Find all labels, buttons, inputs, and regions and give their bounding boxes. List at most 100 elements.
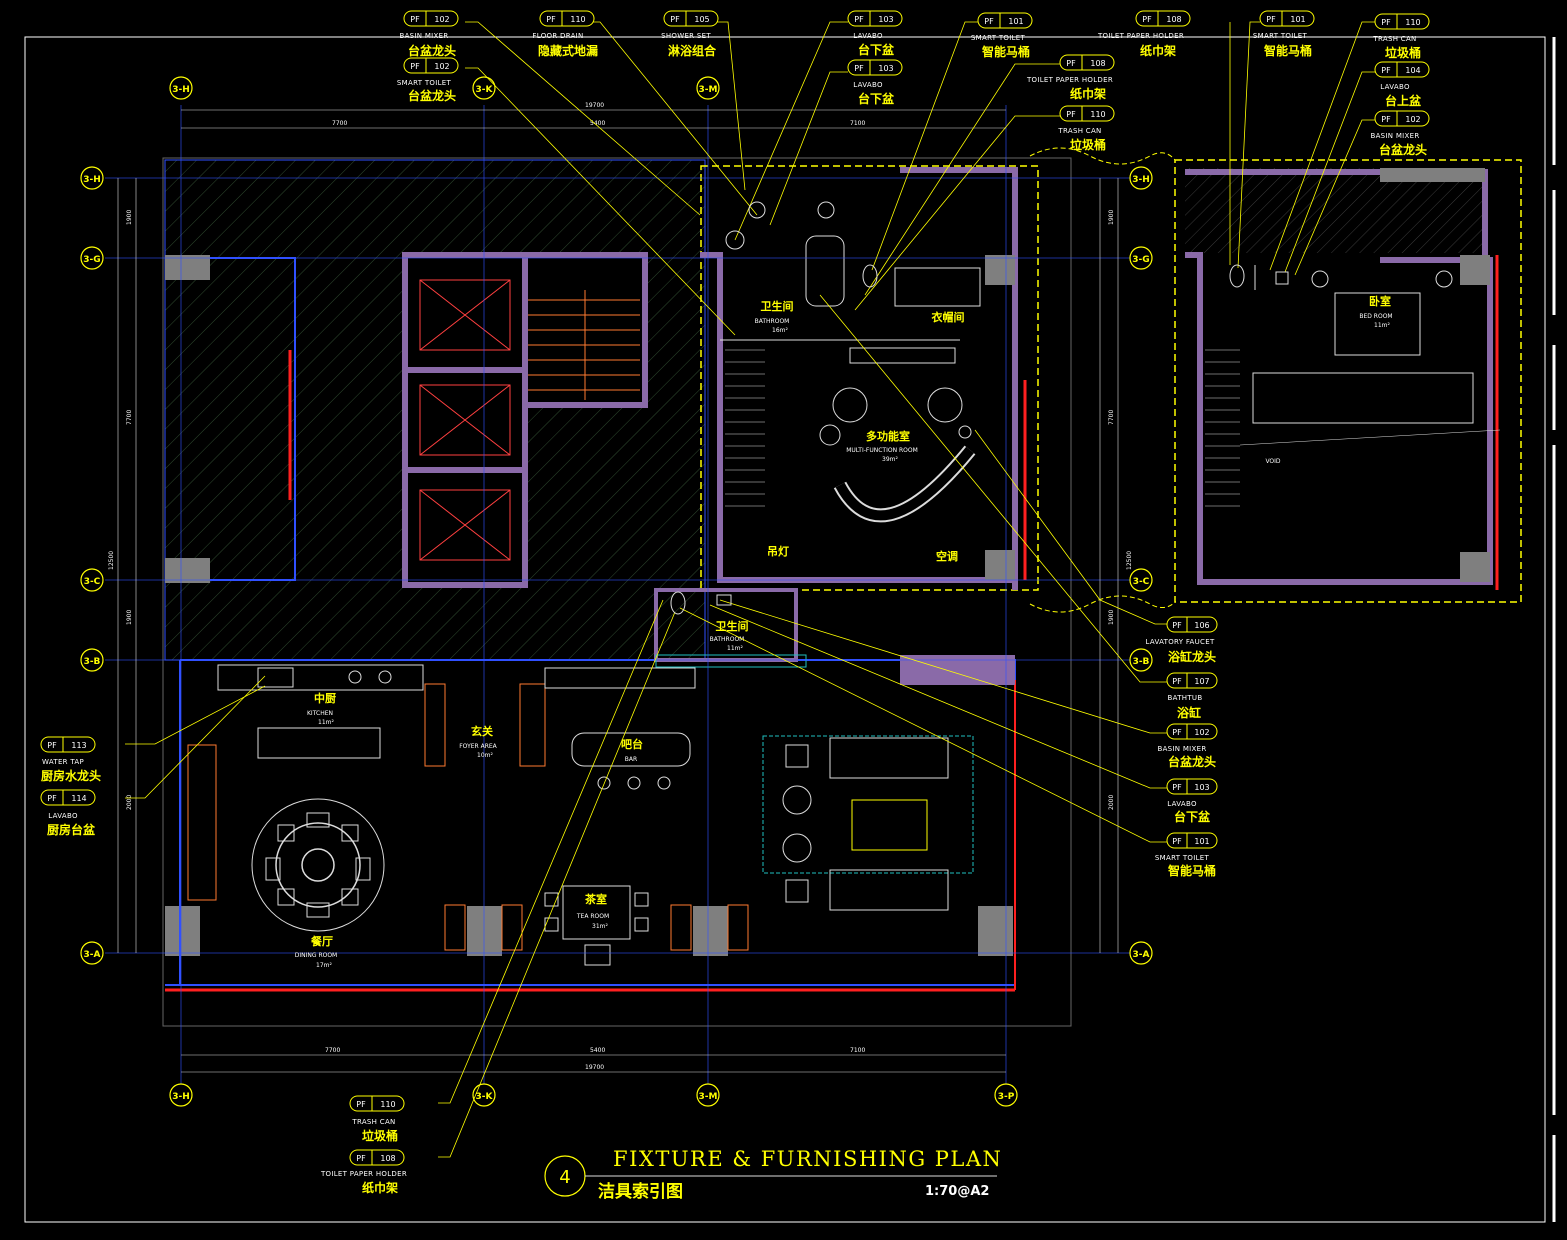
fixture-tag: PF 110 FLOOR DRAIN 隐藏式地漏 <box>532 10 598 58</box>
svg-text:PF: PF <box>1066 110 1076 119</box>
fixture-marker-icon <box>958 425 972 439</box>
svg-text:BATHTUB: BATHTUB <box>1168 694 1203 702</box>
grid-bubble: 3-H <box>80 166 104 190</box>
dim-left-2: 7700 <box>126 410 133 425</box>
room-label-cn: 吊灯 <box>767 544 789 558</box>
svg-text:3-H: 3-H <box>83 175 101 185</box>
svg-text:3-M: 3-M <box>699 1092 718 1102</box>
drawing-scale: 1:70@A2 <box>925 1184 989 1199</box>
fixture-tag: PF 101 SMART TOILET 智能马桶 <box>971 12 1033 59</box>
fixture-tags: PF 102 BASIN MIXER 台盆龙头 PF 102 SMART TOI… <box>40 10 1430 1195</box>
svg-text:102: 102 <box>434 15 449 24</box>
svg-text:103: 103 <box>1194 783 1209 792</box>
svg-text:TRASH CAN: TRASH CAN <box>1372 35 1416 43</box>
room-label-en: BATHROOM <box>755 318 790 325</box>
room-label-en: TEA ROOM <box>576 913 609 920</box>
svg-text:PF: PF <box>410 15 420 24</box>
svg-text:110: 110 <box>380 1100 395 1109</box>
drawing-number: 4 <box>559 1167 570 1188</box>
fixture-tag: PF 102 BASIN MIXER 台盆龙头 <box>1157 723 1218 769</box>
svg-text:台下盆: 台下盆 <box>1174 809 1211 824</box>
fixture-tag: PF 103 LAVABO 台下盆 <box>1166 778 1218 824</box>
grid-bubble: 3-A <box>1129 941 1153 965</box>
svg-text:TRASH CAN: TRASH CAN <box>351 1118 395 1126</box>
grid-bubble: 3-M <box>696 1083 720 1107</box>
svg-text:SMART TOILET: SMART TOILET <box>971 34 1026 42</box>
toilet-icon <box>725 230 745 250</box>
svg-text:PF: PF <box>1266 15 1276 24</box>
svg-text:纸巾架: 纸巾架 <box>362 1180 398 1195</box>
svg-text:浴缸: 浴缸 <box>1177 705 1201 720</box>
dimension-lines <box>117 109 1119 1073</box>
svg-text:3-H: 3-H <box>1132 175 1150 185</box>
svg-text:102: 102 <box>1405 115 1420 124</box>
fixture-tag: PF 114 LAVABO 厨房台盆 <box>40 789 96 837</box>
dim-bottom-total: 19700 <box>585 1064 604 1071</box>
svg-text:纸巾架: 纸巾架 <box>1070 86 1106 101</box>
grid-bubble: 3-K <box>472 76 496 100</box>
svg-text:108: 108 <box>380 1154 395 1163</box>
leader-lines <box>125 21 1375 1158</box>
room-label-cn: 衣帽间 <box>932 310 965 324</box>
dim-bottom-1: 7700 <box>325 1047 340 1054</box>
svg-text:PF: PF <box>47 741 57 750</box>
room-label-area: 31m² <box>592 923 608 930</box>
fixture-tag: PF 103 LAVABO 台下盆 <box>847 10 903 57</box>
svg-text:BASIN MIXER: BASIN MIXER <box>1370 132 1419 140</box>
fixture-tag: PF 102 BASIN MIXER 台盆龙头 <box>399 10 459 58</box>
room-label-en: MULTI-FUNCTION ROOM <box>846 447 918 454</box>
svg-text:FLOOR DRAIN: FLOOR DRAIN <box>532 32 583 40</box>
room-label-cn: 吧台 <box>621 737 643 751</box>
svg-text:3-A: 3-A <box>1133 950 1150 960</box>
room-label-en: FOYER AREA <box>459 743 497 750</box>
room-label-en: DINING ROOM <box>295 952 337 959</box>
basin-icon <box>1275 271 1289 285</box>
grid-lines <box>105 105 1150 1085</box>
room-label-area: 11m² <box>727 645 743 652</box>
svg-text:PF: PF <box>1066 59 1076 68</box>
sheet-frame <box>24 36 1556 1223</box>
svg-text:LAVABO: LAVABO <box>1167 800 1197 808</box>
grid-bubble: 3-B <box>1129 648 1153 672</box>
grid-bubble: 3-K <box>472 1083 496 1107</box>
svg-text:PF: PF <box>1381 115 1391 124</box>
toilet-icon <box>1229 264 1245 288</box>
svg-text:108: 108 <box>1166 15 1181 24</box>
room-label-en: BATHROOM <box>710 636 745 643</box>
svg-text:WATER TAP: WATER TAP <box>42 758 84 766</box>
svg-text:垃圾桶: 垃圾桶 <box>1385 45 1421 60</box>
svg-text:PF: PF <box>356 1100 366 1109</box>
dim-right-1: 1900 <box>1108 210 1115 225</box>
grid-bubble: 3-A <box>80 941 104 965</box>
svg-text:3-G: 3-G <box>1132 255 1149 265</box>
dim-right-3: 1900 <box>1108 610 1115 625</box>
dim-top-3: 7100 <box>850 120 865 127</box>
grid-bubble: 3-H <box>169 1083 193 1107</box>
room-label-cn: 空调 <box>936 549 958 563</box>
svg-text:101: 101 <box>1290 15 1305 24</box>
title-block: 4 FIXTURE & FURNISHING PLAN 洁具索引图 1:70@A… <box>544 1147 1001 1202</box>
svg-text:PF: PF <box>1381 66 1391 75</box>
svg-text:PF: PF <box>356 1154 366 1163</box>
svg-text:TOILET PAPER HOLDER: TOILET PAPER HOLDER <box>1026 76 1113 84</box>
svg-text:104: 104 <box>1405 66 1420 75</box>
room-label-en: BED ROOM <box>1359 313 1392 320</box>
fixture-tag: PF 102 BASIN MIXER 台盆龙头 <box>1370 110 1430 157</box>
svg-text:3-A: 3-A <box>84 950 101 960</box>
fixture-tag: PF 101 SMART TOILET 智能马桶 <box>1155 832 1218 878</box>
grid-bubble: 3-M <box>696 76 720 100</box>
room-label-area: 10m² <box>477 752 493 759</box>
svg-text:114: 114 <box>71 794 86 803</box>
svg-text:SMART TOILET: SMART TOILET <box>1155 854 1210 862</box>
fixture-tag: PF 108 TOILET PAPER HOLDER 纸巾架 <box>320 1149 407 1195</box>
svg-text:PF: PF <box>47 794 57 803</box>
grid-bubble: 3-H <box>1129 166 1153 190</box>
svg-text:101: 101 <box>1008 17 1023 26</box>
fixture-tag: PF 104 LAVABO 台上盆 <box>1374 61 1430 108</box>
svg-text:垃圾桶: 垃圾桶 <box>1070 137 1106 152</box>
toilet-icon <box>670 591 686 615</box>
room-label-area: 11m² <box>318 719 334 726</box>
svg-text:PF: PF <box>1172 621 1182 630</box>
svg-text:淋浴组合: 淋浴组合 <box>668 43 717 58</box>
room-label-area: 39m² <box>882 456 898 463</box>
